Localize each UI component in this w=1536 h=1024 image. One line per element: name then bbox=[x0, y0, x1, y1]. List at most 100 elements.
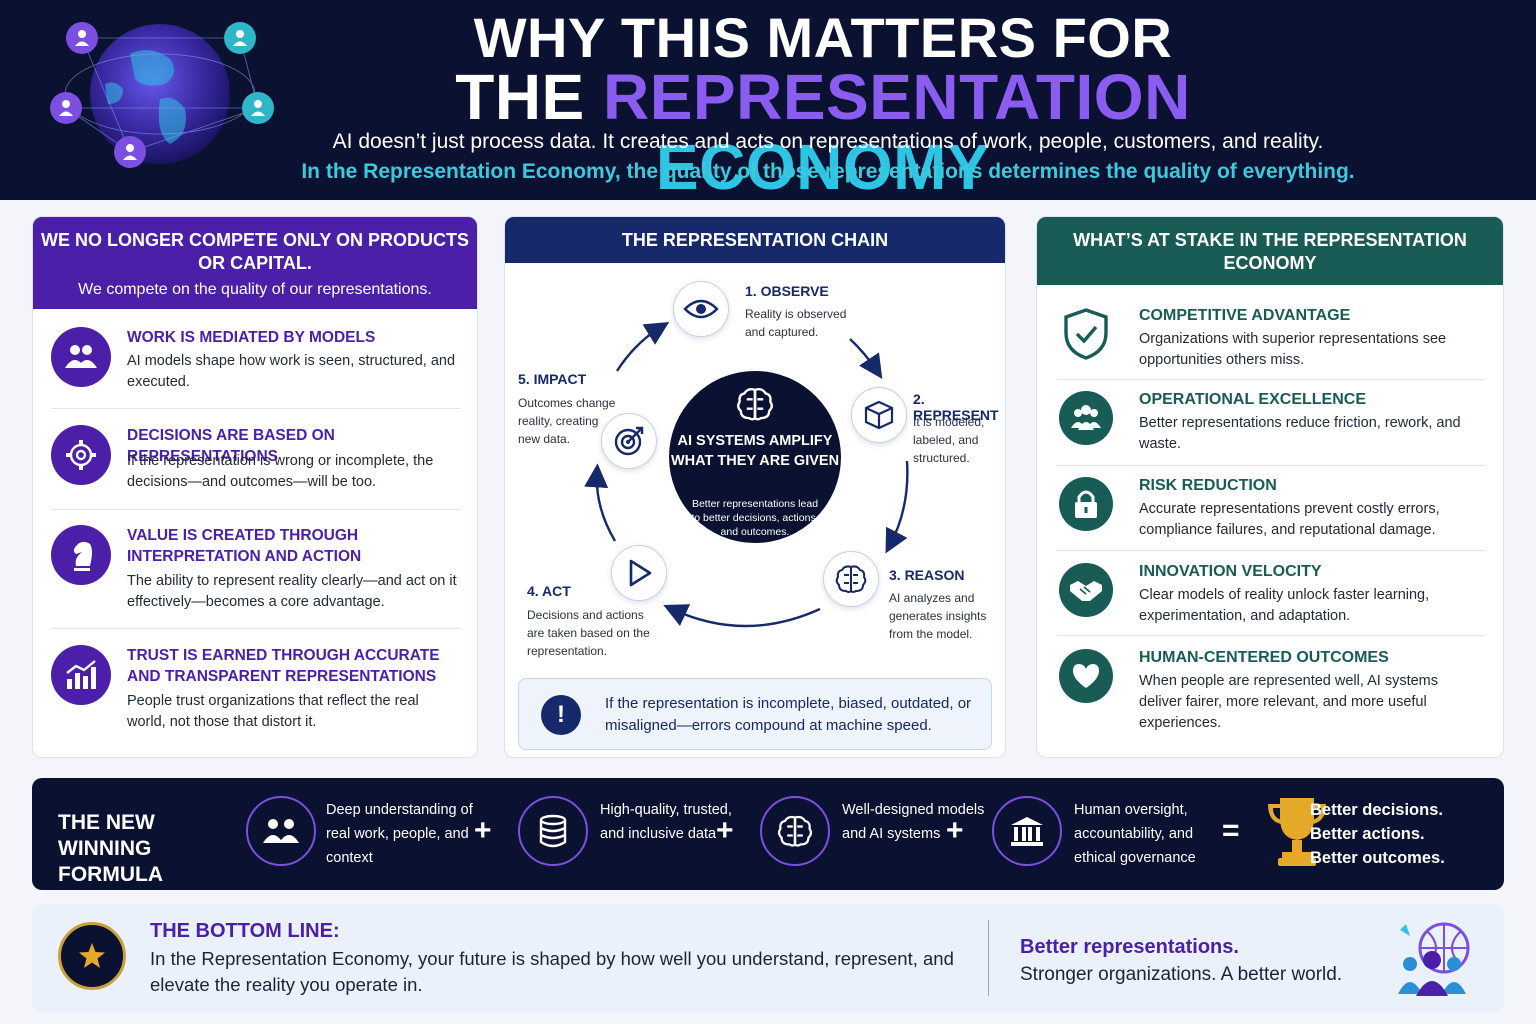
eye-icon bbox=[683, 299, 719, 319]
formula-term: High-quality, trusted, and inclusive dat… bbox=[600, 802, 732, 842]
people-icon bbox=[51, 327, 111, 387]
brain-icon bbox=[835, 565, 867, 593]
header-subtitle: AI doesn’t just process data. It creates… bbox=[332, 130, 1324, 153]
title-word-economy: ECONOMY bbox=[655, 131, 991, 203]
list-item-title: DECISIONS ARE BASED ON REPRESENTATIONS bbox=[127, 427, 335, 465]
represent-title: 2. REPRESENT bbox=[913, 391, 999, 423]
observe-node bbox=[673, 281, 729, 337]
impact-title: 5. IMPACT bbox=[518, 371, 587, 387]
gear-target-icon bbox=[51, 425, 111, 485]
brain-icon bbox=[760, 796, 830, 866]
impact-desc: Outcomes change reality, creating new da… bbox=[518, 396, 616, 446]
list-item-title: COMPETITIVE ADVANTAGE bbox=[1139, 307, 1351, 324]
institution-icon bbox=[992, 796, 1062, 866]
chess-knight-icon bbox=[51, 525, 111, 585]
winning-formula-bar: THE NEW WINNING FORMULA Deep understandi… bbox=[32, 778, 1504, 890]
divider bbox=[1057, 635, 1485, 636]
title-word-the: THE bbox=[455, 61, 585, 133]
core-desc: Better representations lead to better de… bbox=[691, 498, 819, 538]
page-title-line1: WHY THIS MATTERS FOR bbox=[473, 6, 1173, 69]
representation-chain-panel: THE REPRESENTATION CHAIN 1. OBSERVE Real… bbox=[504, 216, 1006, 758]
target-icon bbox=[614, 426, 644, 456]
formula-result: Better decisions. Better actions. Better… bbox=[1310, 798, 1445, 870]
result-line-1: Better decisions. bbox=[1310, 801, 1443, 819]
brain-icon bbox=[737, 388, 773, 421]
list-item-desc: Organizations with superior representati… bbox=[1139, 331, 1447, 368]
handshake-icon bbox=[1059, 563, 1113, 617]
list-item-desc: Accurate representations prevent costly … bbox=[1139, 501, 1440, 538]
list-item-title: RISK REDUCTION bbox=[1139, 477, 1277, 494]
bottom-tagline-2: Stronger organizations. A better world. bbox=[1020, 964, 1343, 985]
bottom-line-bar: THE BOTTOM LINE: In the Representation E… bbox=[32, 904, 1504, 1012]
core-title: AI SYSTEMS AMPLIFY WHAT THEY ARE GIVEN bbox=[670, 433, 840, 469]
stakes-panel: WHAT’S AT STAKE IN THE REPRESENTATION EC… bbox=[1036, 216, 1504, 758]
result-line-2: Better actions. bbox=[1310, 825, 1425, 843]
equals-sign: = bbox=[1222, 814, 1240, 847]
compete-panel-subtitle: We compete on the quality of our represe… bbox=[78, 281, 432, 298]
bar-chart-icon bbox=[51, 645, 111, 705]
result-line-3: Better outcomes. bbox=[1310, 849, 1445, 867]
represent-desc: It is modeled, labeled, and structured. bbox=[913, 415, 985, 465]
divider bbox=[988, 920, 989, 996]
list-item-desc: Clear models of reality unlock faster le… bbox=[1139, 587, 1430, 624]
team-icon bbox=[1059, 391, 1113, 445]
play-icon bbox=[629, 559, 652, 587]
ai-core-circle: AI SYSTEMS AMPLIFY WHAT THEY ARE GIVEN B… bbox=[669, 371, 841, 543]
warning-text: If the representation is incomplete, bia… bbox=[605, 695, 972, 734]
list-item-title: HUMAN-CENTERED OUTCOMES bbox=[1139, 649, 1389, 666]
act-node bbox=[611, 545, 667, 601]
plus-sign: + bbox=[716, 814, 734, 847]
shield-check-icon bbox=[1059, 307, 1113, 361]
compete-panel-header: WE NO LONGER COMPETE ONLY ON PRODUCTS OR… bbox=[33, 217, 477, 309]
stakes-panel-title: WHAT’S AT STAKE IN THE REPRESENTATION EC… bbox=[1037, 217, 1503, 285]
divider bbox=[1057, 379, 1485, 380]
list-item-title: TRUST IS EARNED THROUGH ACCURATE AND TRA… bbox=[127, 647, 440, 685]
page-title-line2: THE REPRESENTATION ECONOMY bbox=[300, 62, 1346, 202]
divider bbox=[1057, 465, 1485, 466]
list-item-desc: If the representation is wrong or incomp… bbox=[127, 453, 434, 490]
plus-sign: + bbox=[474, 814, 492, 847]
observe-desc: Reality is observed and captured. bbox=[745, 307, 847, 339]
bottom-tagline-1: Better representations. bbox=[1020, 936, 1239, 958]
compete-panel-title: WE NO LONGER COMPETE ONLY ON PRODUCTS OR… bbox=[40, 230, 470, 273]
list-item-title: INNOVATION VELOCITY bbox=[1139, 563, 1322, 580]
reason-desc: AI analyzes and generates insights from … bbox=[889, 591, 987, 641]
warning-callout: ! If the representation is incomplete, b… bbox=[518, 678, 992, 750]
compete-panel: WE NO LONGER COMPETE ONLY ON PRODUCTS OR… bbox=[32, 216, 478, 758]
divider bbox=[1057, 550, 1485, 551]
list-item-desc: AI models shape how work is seen, struct… bbox=[127, 353, 456, 390]
list-item-title: VALUE IS CREATED THROUGH INTERPRETATION … bbox=[127, 527, 362, 565]
people-icon bbox=[246, 796, 316, 866]
formula-term: Deep understanding of real work, people,… bbox=[326, 802, 473, 866]
bottom-line-title: THE BOTTOM LINE: bbox=[150, 920, 340, 942]
title-word-representation: REPRESENTATION bbox=[603, 61, 1191, 133]
cube-icon bbox=[864, 400, 894, 430]
list-item-desc: Better representations reduce friction, … bbox=[1139, 415, 1461, 452]
lock-icon bbox=[1059, 477, 1113, 531]
plus-sign: + bbox=[946, 814, 964, 847]
exclamation-icon: ! bbox=[541, 695, 581, 735]
people-globe-icon bbox=[1398, 922, 1470, 996]
formula-term: Well-designed models and AI systems bbox=[842, 802, 985, 842]
reason-title: 3. REASON bbox=[889, 567, 965, 583]
represent-node bbox=[851, 387, 907, 443]
bottom-line-text: In the Representation Economy, your futu… bbox=[150, 948, 954, 995]
header-banner: WHY THIS MATTERS FOR THE REPRESENTATION … bbox=[0, 0, 1536, 202]
formula-term: Human oversight, accountability, and eth… bbox=[1074, 802, 1196, 866]
divider bbox=[51, 408, 461, 409]
divider bbox=[51, 509, 461, 510]
act-title: 4. ACT bbox=[527, 583, 571, 599]
trophy-icon bbox=[1268, 798, 1326, 866]
impact-node bbox=[601, 413, 657, 469]
list-item-title: OPERATIONAL EXCELLENCE bbox=[1139, 391, 1366, 408]
list-item-desc: The ability to represent reality clearly… bbox=[127, 573, 457, 610]
chain-arrows bbox=[584, 321, 909, 628]
reason-node bbox=[823, 551, 879, 607]
formula-title: THE NEW WINNING FORMULA bbox=[58, 811, 163, 886]
divider bbox=[51, 628, 461, 629]
act-desc: Decisions and actions are taken based on… bbox=[527, 608, 650, 658]
database-icon bbox=[518, 796, 588, 866]
chain-panel-title: THE REPRESENTATION CHAIN bbox=[505, 217, 1005, 263]
list-item-title: WORK IS MEDIATED BY MODELS bbox=[127, 329, 376, 346]
heart-icon bbox=[1059, 649, 1113, 703]
